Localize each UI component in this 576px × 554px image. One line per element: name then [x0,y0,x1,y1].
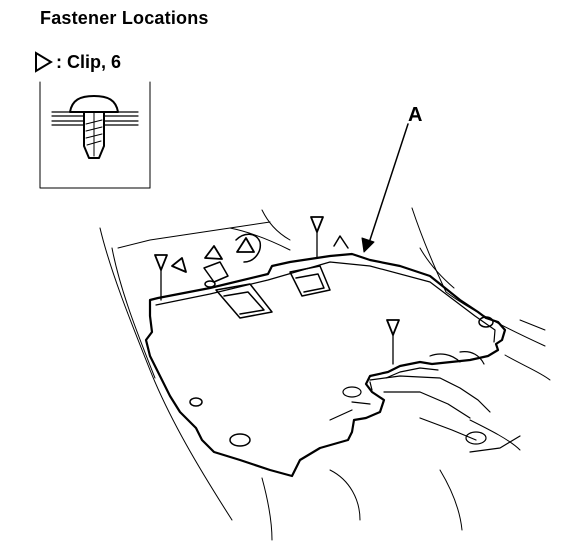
callout-label-a: A [408,104,423,126]
clip-detail-inset [39,81,151,189]
clip-triangle-icon [35,51,53,73]
vehicle-body-outline [99,207,551,541]
clip-marker-5 [310,216,324,259]
legend-label: : Clip, 6 [56,51,122,72]
callout-a-leader [361,123,409,253]
floor-carpet-outline [144,252,507,478]
diagram-title: Fastener Locations [40,8,209,28]
clip-marker-6 [386,319,400,365]
clip-marker-4 [236,237,255,253]
clip-marker-1 [154,254,168,301]
seat-rail-brackets [203,233,349,319]
legend: : Clip, 6 [34,50,121,74]
clip-marker-2 [171,257,187,273]
rear-floor-detail [329,351,521,453]
carpet-grommets [189,280,494,447]
clip-marker-3 [204,245,223,260]
